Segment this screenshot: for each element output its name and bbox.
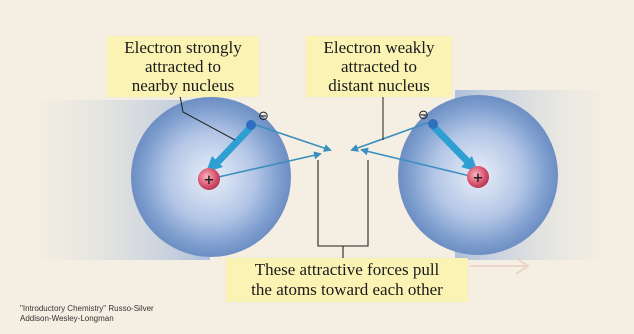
callout-strong-line-2: attracted to xyxy=(145,57,221,76)
force-line-left-electron-to-right-nucleus xyxy=(252,123,332,152)
left-electron-attraction-arrowhead xyxy=(206,156,223,172)
credit-line-2: Addison-Wesley-Longman xyxy=(20,314,114,323)
force-line-right-nucleus-to-left-electron xyxy=(360,147,471,177)
callout-strong-line-1: Electron strongly xyxy=(124,38,242,57)
source-credit: "Introductory Chemistry" Russo-Silver Ad… xyxy=(20,304,154,324)
left-nucleus-charge: + xyxy=(204,173,215,188)
callout-strong-line-3: nearby nucleus xyxy=(131,76,235,95)
force-line-left-nucleus-to-right-electron xyxy=(213,151,322,179)
force-line-right-electron-to-left-nucleus xyxy=(350,121,431,152)
faint-background-arrow xyxy=(470,257,530,275)
callout-forces-line-1: These attractive forces pull xyxy=(254,260,440,279)
right-electron-charge-icon: ⊖ xyxy=(418,108,429,123)
right-electron-attraction-arrow xyxy=(430,123,474,168)
callout-electron-strongly-attracted: Electron strongly attracted to nearby nu… xyxy=(107,36,259,97)
callout-weak-line-1: Electron weakly xyxy=(323,38,435,57)
callout-forces-line-2: the atoms toward each other xyxy=(251,280,443,299)
callout-electron-weakly-attracted: Electron weakly attracted to distant nuc… xyxy=(306,36,452,97)
right-nucleus xyxy=(467,166,489,188)
callout-attractive-forces: These attractive forces pull the atoms t… xyxy=(226,258,468,302)
left-electron-charge-icon: ⊖ xyxy=(258,109,269,124)
left-nucleus xyxy=(198,168,220,190)
right-electron xyxy=(428,119,438,129)
callout-weak-line-3: distant nucleus xyxy=(328,76,430,95)
left-electron xyxy=(246,120,256,130)
callout-weak-line-2: attracted to xyxy=(341,57,417,76)
right-nucleus-charge: + xyxy=(473,171,484,186)
left-electron-attraction-arrow xyxy=(210,124,254,170)
strong-callout-leader xyxy=(179,95,236,141)
credit-line-1: "Introductory Chemistry" Russo-Silver xyxy=(20,304,154,313)
forces-callout-bracket xyxy=(317,160,369,247)
